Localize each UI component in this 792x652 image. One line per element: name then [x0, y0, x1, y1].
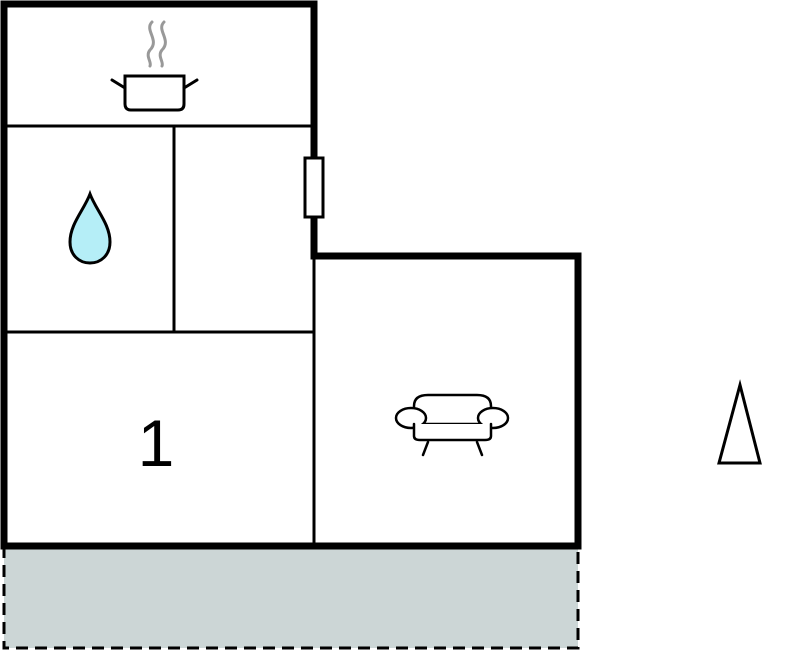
cooking-pot-icon [110, 20, 199, 112]
interior-walls [4, 124, 316, 546]
door-icon [303, 156, 325, 219]
outer-wall [0, 0, 582, 550]
north-arrow-icon [717, 379, 762, 465]
terrace-border [2, 546, 580, 650]
sofa-icon [394, 393, 510, 457]
water-drop-icon [68, 189, 112, 265]
bedroom-label: 1 [138, 406, 175, 480]
terrace-area [4, 546, 578, 648]
